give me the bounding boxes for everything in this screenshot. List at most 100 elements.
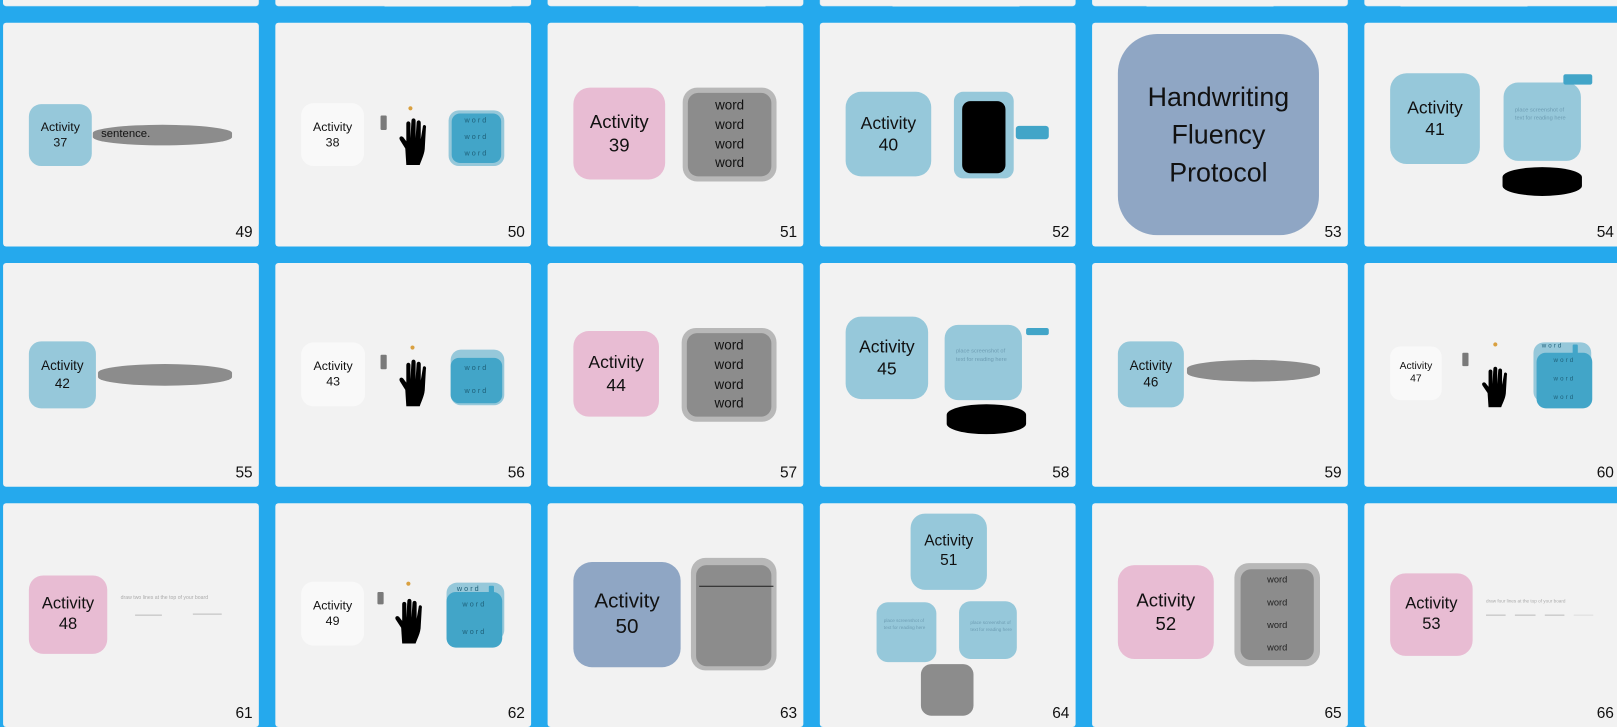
activity-number: 49 [325, 613, 340, 629]
activity-label: Activity [41, 358, 84, 374]
slide-thumbnail-partial[interactable] [275, 0, 532, 7]
slide-number: 49 [235, 223, 253, 242]
activity-label: Activity [1405, 595, 1458, 613]
slide-thumbnail-partial[interactable] [1364, 0, 1617, 7]
activity-label: Activity [588, 352, 644, 373]
placeholder-text: place screenshot of text for reading her… [883, 617, 926, 630]
word-item: word [1553, 395, 1576, 402]
black-strip [946, 404, 1027, 435]
activity-number: 47 [1410, 373, 1422, 385]
activity-number: 44 [606, 374, 626, 395]
title-line: Fluency [1171, 118, 1266, 150]
word-item: word [715, 96, 745, 113]
slide-number: 66 [1596, 704, 1614, 722]
black-strip [1502, 167, 1582, 196]
slide-thumbnail-partial[interactable] [3, 0, 259, 7]
word-item: word [1267, 574, 1288, 586]
activity-number: 46 [1143, 374, 1159, 390]
dot-icon [1493, 342, 1498, 347]
word-item: word [462, 629, 487, 637]
slide-number: 58 [1052, 464, 1070, 482]
reading-placeholder: place screenshot of text for reading her… [876, 602, 937, 663]
word-item: word [715, 155, 745, 171]
word-item: word [714, 337, 744, 353]
title-line: Handwriting [1147, 81, 1290, 113]
activity-number: 41 [1425, 119, 1445, 140]
slide-number: 52 [1052, 223, 1070, 242]
writing-line [1544, 614, 1565, 616]
gray-card [920, 664, 974, 716]
activity-number: 45 [877, 358, 897, 379]
slide-number: 53 [1324, 223, 1342, 242]
word-item: word [1267, 620, 1288, 631]
activity-number: 43 [326, 374, 340, 389]
word-item: word [714, 375, 744, 392]
slide-thumbnail-partial[interactable] [1092, 0, 1348, 7]
slide-number: 61 [235, 704, 253, 722]
marker-icon [380, 354, 387, 370]
word-item: word [464, 364, 489, 372]
activity-label: Activity [859, 336, 915, 357]
sentence-strip [1186, 359, 1320, 382]
marker-icon [380, 115, 387, 130]
activity-number: 38 [325, 134, 340, 150]
activity-label: Activity [313, 358, 353, 374]
reading-placeholder: place screenshot of text for reading her… [944, 324, 1022, 401]
slide-number: 63 [779, 704, 798, 722]
slide-number: 54 [1596, 223, 1614, 242]
activity-number: 51 [940, 551, 958, 570]
tab-shape [1026, 327, 1049, 336]
activity-label: Activity [1129, 357, 1173, 374]
word-item: word [1541, 343, 1564, 350]
hand-icon [397, 118, 430, 165]
word-item: word [464, 133, 489, 141]
activity-number: 39 [608, 134, 630, 156]
word-item: word [715, 135, 745, 152]
word-list: word word [450, 357, 503, 404]
activity-number: 40 [878, 135, 899, 155]
word-item: word [464, 387, 489, 395]
dot-icon [408, 106, 413, 111]
hand-icon [1480, 366, 1511, 407]
activity-label: Activity [312, 119, 353, 134]
marker-icon [1462, 352, 1469, 367]
writing-line [135, 614, 162, 616]
slide-thumbnail-partial[interactable] [547, 0, 804, 7]
sentence-strip: sentence. [92, 124, 233, 146]
slide-thumbnail-partial[interactable] [819, 0, 1076, 7]
placeholder-text: place screenshot of text for reading her… [955, 348, 1007, 364]
slide-number: 60 [1596, 464, 1614, 482]
